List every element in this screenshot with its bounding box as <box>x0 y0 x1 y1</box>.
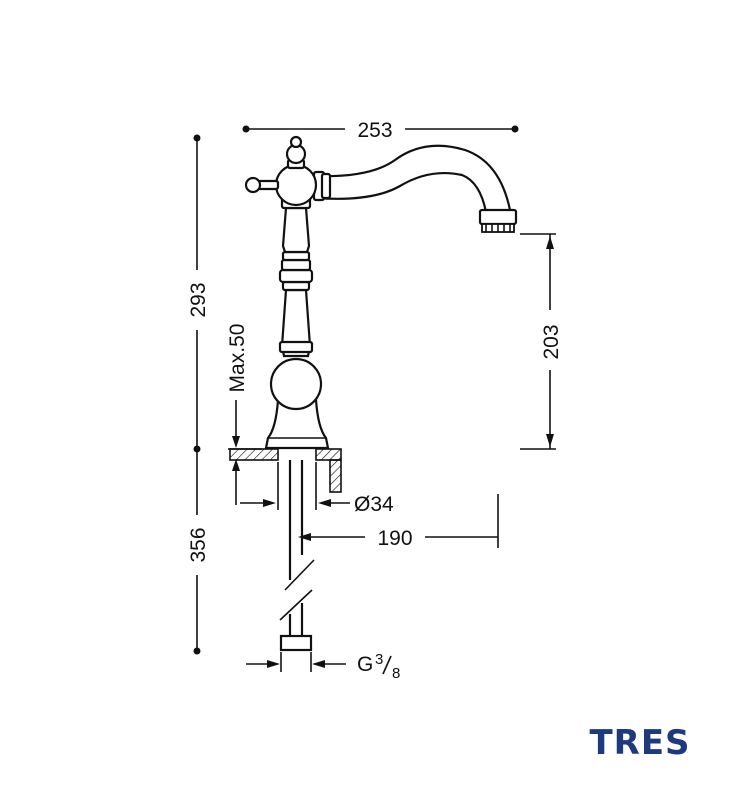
supply-pipes <box>279 460 315 652</box>
dimension-below-counter-label: 356 <box>187 527 210 562</box>
dimension-thread-denominator: 8 <box>392 665 400 682</box>
dimension-thread-numerator: 3 <box>375 651 383 668</box>
dimension-base-diameter: Ø34 <box>240 462 394 516</box>
brand-logo-text: TRES <box>589 723 690 763</box>
dimension-counter-max: Max.50 <box>226 324 262 505</box>
dimension-spout-height: 203 <box>520 233 563 450</box>
dimension-counter-max-label: Max.50 <box>226 324 249 393</box>
dimension-spout-height-label: 203 <box>540 324 563 359</box>
dimension-base-diameter-label: Ø34 <box>354 493 394 516</box>
dimension-width-top-label: 253 <box>357 119 392 142</box>
brand-logo: TRES <box>589 723 690 763</box>
faucet-outline <box>244 135 518 450</box>
dimension-height-total-label: 293 <box>187 282 210 317</box>
dimension-width-top: 253 <box>242 119 519 142</box>
dimension-height-total: 293 <box>187 134 210 453</box>
countertop-section <box>229 448 342 493</box>
dimension-thread: G 3 8 <box>246 651 400 682</box>
dimension-below-counter: 356 <box>187 449 210 655</box>
dimension-reach: 190 <box>298 494 499 550</box>
dimension-reach-label: 190 <box>377 527 412 550</box>
dimension-thread-main: G <box>357 653 373 676</box>
